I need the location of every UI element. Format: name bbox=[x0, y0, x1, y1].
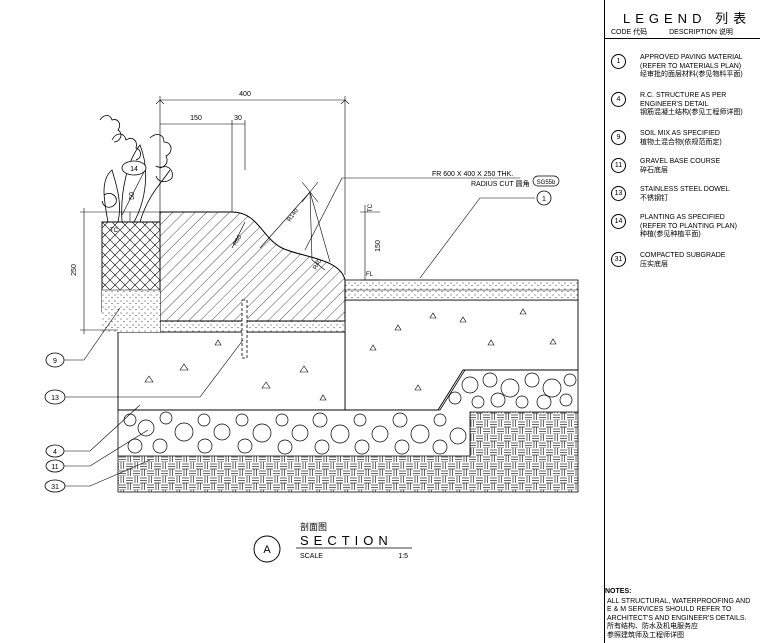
scale-label: SCALE bbox=[300, 553, 323, 560]
notes-heading: NOTES: bbox=[605, 588, 632, 595]
stone-kerb bbox=[159, 211, 346, 322]
scale-value: 1:5 bbox=[398, 553, 408, 560]
section-chinese-title: 剖面图 bbox=[300, 521, 327, 532]
legend-item: 1 APPROVED PAVING MATERIAL (REFER TO MAT… bbox=[611, 54, 743, 80]
radius-140-label: R140 bbox=[287, 207, 301, 223]
fr-spec-line1: FR 600 X 400 X 250 THK. bbox=[432, 171, 513, 178]
dim-150: 150 bbox=[190, 115, 202, 122]
legend-code-header: CODE 代码 bbox=[611, 29, 648, 36]
dim-250: 250 bbox=[71, 264, 78, 276]
dimensions bbox=[80, 96, 380, 334]
legend-code: 4 bbox=[611, 92, 626, 107]
legend-desc-header: DESCRIPTION 说明 bbox=[669, 29, 733, 36]
tc-right-label: TC bbox=[368, 203, 374, 212]
legend-code: 9 bbox=[611, 130, 626, 145]
callout-13: 13 bbox=[44, 389, 66, 405]
svg-text:13: 13 bbox=[51, 395, 59, 402]
legend-divider bbox=[605, 38, 760, 39]
legend-description: STAINLESS STEEL DOWEL 不锈钢钉 bbox=[640, 186, 730, 202]
section-drawing: 400 150 30 50 250 150 TC TC FL R140 R60 … bbox=[44, 91, 579, 563]
notes-body: ALL STRUCTURAL, WATERPROOFING AND E & M … bbox=[607, 597, 751, 639]
legend-description: SOIL MIX AS SPECIFIED 植物土混合物(依规范而定) bbox=[640, 130, 722, 146]
legend-code: 31 bbox=[611, 252, 626, 267]
svg-text:1: 1 bbox=[542, 196, 546, 203]
dim-400: 400 bbox=[239, 91, 251, 98]
steel-dowel bbox=[241, 299, 248, 359]
callout-4: 4 bbox=[45, 444, 65, 458]
legend-header: CODE 代码 DESCRIPTION 说明 bbox=[611, 27, 753, 37]
planting bbox=[99, 115, 173, 223]
radius-lines bbox=[231, 181, 331, 271]
code-tag-text: SG55b bbox=[537, 180, 556, 186]
legend-code: 13 bbox=[611, 186, 626, 201]
legend-code: 1 bbox=[611, 54, 626, 69]
legend-item: 14 PLANTING AS SPECIFIED (REFER TO PLANT… bbox=[611, 214, 737, 240]
section-letter: A bbox=[263, 544, 271, 556]
callout-31: 31 bbox=[44, 479, 66, 493]
callout-9: 9 bbox=[45, 352, 65, 368]
legend-description: GRAVEL BASE COURSE 碎石底层 bbox=[640, 158, 721, 174]
callout-11: 11 bbox=[45, 459, 65, 473]
legend-item: 4 R.C. STRUCTURE AS PER ENGINEER'S DETAI… bbox=[611, 92, 743, 118]
callout-1: 1 bbox=[536, 190, 552, 206]
legend-panel: LEGEND 列表 CODE 代码 DESCRIPTION 说明 1 APPRO… bbox=[604, 0, 760, 643]
legend-description: R.C. STRUCTURE AS PER ENGINEER'S DETAIL … bbox=[640, 92, 743, 116]
legend-description: COMPACTED SUBGRADE 压实底层 bbox=[640, 252, 726, 268]
legend-code: 14 bbox=[611, 214, 626, 229]
svg-text:11: 11 bbox=[51, 464, 58, 471]
legend-code: 11 bbox=[611, 158, 626, 173]
fr-spec-line2: RADIUS CUT 圆角 bbox=[471, 179, 530, 188]
dim-50: 50 bbox=[129, 192, 136, 200]
svg-text:9: 9 bbox=[53, 358, 57, 365]
legend-item: 13 STAINLESS STEEL DOWEL 不锈钢钉 bbox=[611, 186, 729, 203]
dim-30: 30 bbox=[234, 115, 242, 122]
leader-lines bbox=[62, 167, 535, 487]
section-title: SECTION bbox=[300, 533, 393, 548]
legend-item: 11 GRAVEL BASE COURSE 碎石底层 bbox=[611, 158, 720, 175]
mortar-bed bbox=[159, 320, 346, 333]
svg-text:14: 14 bbox=[130, 166, 138, 173]
section-title-block: A 剖面图 SECTION SCALE 1:5 bbox=[253, 521, 412, 563]
legend-description: PLANTING AS SPECIFIED (REFER TO PLANTING… bbox=[640, 214, 737, 238]
fl-label: FL bbox=[366, 272, 374, 278]
svg-text:4: 4 bbox=[53, 449, 57, 456]
planter-grit bbox=[102, 290, 160, 332]
legend-title: LEGEND 列表 bbox=[623, 11, 752, 26]
notes-block: NOTES: ALL STRUCTURAL, WATERPROOFING AND… bbox=[605, 588, 757, 640]
svg-text:31: 31 bbox=[51, 484, 59, 491]
legend-description: APPROVED PAVING MATERIAL (REFER TO MATER… bbox=[640, 54, 743, 78]
radius-40-label: R40 bbox=[313, 258, 324, 271]
dim-150-vertical: 150 bbox=[375, 240, 382, 252]
legend-item: 9 SOIL MIX AS SPECIFIED 植物土混合物(依规范而定) bbox=[611, 130, 722, 147]
callout-14: 14 bbox=[121, 160, 147, 176]
legend-item: 31 COMPACTED SUBGRADE 压实底层 bbox=[611, 252, 725, 269]
gravel-stones bbox=[123, 372, 577, 455]
tc-left-label: TC bbox=[110, 228, 119, 234]
code-tag bbox=[532, 175, 560, 187]
rc-aggregate-marks bbox=[144, 308, 557, 401]
radius-60-label: R60 bbox=[233, 234, 244, 247]
gravel-base bbox=[117, 369, 579, 457]
rc-lower bbox=[117, 331, 346, 411]
